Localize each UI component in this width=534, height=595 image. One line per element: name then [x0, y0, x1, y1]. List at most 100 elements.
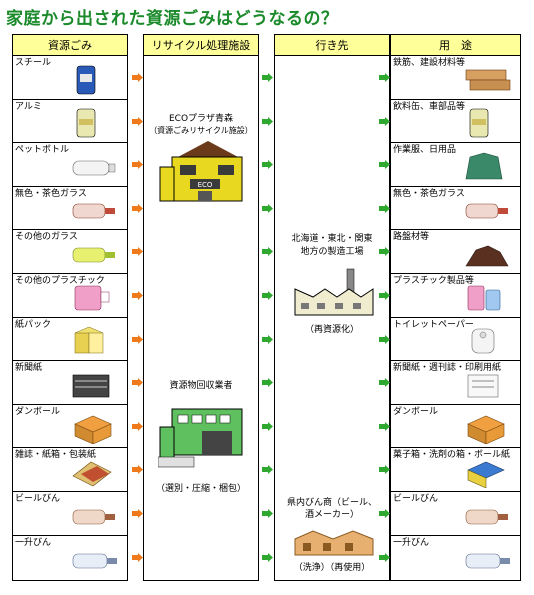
use-item-icon	[467, 374, 499, 398]
flow-arrow-icon	[262, 73, 273, 82]
waste-item-icon	[72, 553, 117, 569]
flow-arrow-icon	[262, 203, 273, 213]
use-label: 路盤材等	[393, 232, 430, 243]
dest2-sub: （洗浄）（再使用）	[293, 563, 371, 573]
destination-column: 行き先 北海道・東北・関東 地方の製造工場 （再資源化） 県内びん商（ビール、 …	[274, 34, 390, 581]
waste-label: 雑誌・紙箱・包装紙	[15, 450, 97, 461]
waste-row: 紙パック	[13, 318, 127, 362]
flow-arrow-icon	[379, 552, 390, 562]
flow-arrow-icon	[262, 378, 273, 388]
use-row: 飲料缶、車部品等	[391, 100, 520, 144]
waste-row: 新聞紙	[13, 361, 127, 405]
flow-arrow-icon	[132, 334, 143, 344]
use-item-icon	[465, 553, 510, 569]
facility2-sub: （選別・圧縮・梱包）	[155, 484, 246, 494]
waste-label: スチール	[15, 58, 52, 68]
flow-arrow-icon	[132, 73, 143, 82]
use-item-icon	[465, 204, 508, 219]
flow-arrow-icon	[379, 378, 390, 388]
flow-arrow-icon	[379, 116, 390, 126]
waste-label: ペットボトル	[15, 145, 70, 156]
waste-label: 無色・茶色ガラス	[15, 188, 87, 199]
use-row: ビールびん	[391, 492, 520, 536]
recycle-table: 資源ごみ スチールアルミペットボトル無色・茶色ガラスその他のガラスその他のプラス…	[12, 34, 521, 581]
use-row: 新聞紙・週刊誌・印刷用紙	[391, 361, 520, 405]
flow-arrow-icon	[262, 421, 273, 431]
flow-arrow-icon	[262, 552, 273, 562]
flow-arrow-icon	[379, 334, 390, 344]
waste-item-icon	[72, 247, 115, 263]
header-waste: 資源ごみ	[13, 35, 127, 56]
header-facility: リサイクル処理施設	[144, 35, 258, 56]
flow-arrow-icon	[379, 73, 390, 82]
svg-text:ECO: ECO	[198, 181, 213, 189]
page-title: 家庭から出された資源ごみはどうなるの？	[6, 9, 339, 29]
factory-icon	[294, 268, 374, 316]
waste-row: ダンボール	[13, 405, 127, 449]
flow-arrow-icon	[132, 552, 143, 562]
waste-item-icon	[72, 160, 116, 176]
flow-arrow-icon	[379, 160, 390, 170]
waste-row: ペットボトル	[13, 143, 127, 187]
waste-row: スチール	[13, 56, 127, 100]
flow-arrow-icon	[262, 116, 273, 126]
waste-label: 新聞紙	[15, 363, 43, 374]
use-label: 菓子箱・洗剤の箱・ボール紙	[393, 450, 511, 461]
waste-row: ビールびん	[13, 492, 127, 536]
use-item-icon	[471, 328, 495, 354]
flow-arrow-icon	[262, 509, 273, 518]
waste-item-icon	[72, 204, 115, 219]
waste-item-icon	[76, 65, 96, 94]
use-row: 菓子箱・洗剤の箱・ボール紙	[391, 448, 520, 492]
flow-arrow-icon	[379, 421, 390, 431]
flow-arrow-icon	[132, 116, 143, 126]
waste-row: 一升びん	[13, 536, 127, 580]
waste-label: ダンボール	[15, 406, 61, 417]
use-label: 鉄筋、建設材料等	[393, 58, 466, 68]
use-item-icon	[465, 509, 508, 524]
use-item-icon	[467, 461, 505, 488]
flow-arrow-icon	[262, 160, 273, 170]
waste-item-icon	[76, 108, 96, 138]
waste-label: アルミ	[15, 101, 42, 112]
flow-arrow-icon	[262, 247, 273, 257]
collector-building-icon	[158, 408, 243, 468]
waste-item-icon	[72, 461, 112, 487]
use-row: 鉄筋、建設材料等	[391, 56, 520, 100]
use-label: 一升びん	[393, 537, 430, 548]
use-row: 路盤材等	[391, 230, 520, 274]
use-item-icon	[467, 416, 505, 445]
use-row: ダンボール	[391, 405, 520, 449]
waste-label: 一升びん	[15, 537, 52, 548]
use-label: トイレットペーパー	[393, 319, 474, 330]
flow-arrow-icon	[132, 509, 143, 518]
use-row: 一升びん	[391, 536, 520, 580]
dest1-name2: 地方の製造工場	[300, 247, 364, 257]
flow-arrow-icon	[132, 378, 143, 388]
facility2-name: 資源物回収業者	[169, 381, 233, 391]
use-row: 作業服、日用品	[391, 143, 520, 187]
flow-arrow-icon	[379, 291, 390, 300]
flow-arrow-icon	[379, 247, 390, 257]
waste-item-icon	[72, 374, 110, 398]
waste-label: その他のガラス	[15, 232, 78, 243]
use-item-icon	[465, 152, 503, 180]
dest1-sub: （再資源化）	[304, 325, 359, 335]
flow-arrow-icon	[132, 160, 143, 170]
eco-plaza-building-icon: ECO	[159, 141, 243, 202]
flow-arrow-icon	[132, 203, 143, 213]
waste-item-icon	[72, 509, 115, 524]
facility1-sub: （資源ごみリサイクル施設）	[149, 126, 253, 135]
use-item-icon	[465, 245, 509, 267]
uses-column: 用 途 鉄筋、建設材料等飲料缶、車部品等作業服、日用品無色・茶色ガラス路盤材等プ…	[390, 34, 521, 581]
waste-row: その他のプラスチック	[13, 274, 127, 318]
facility1-name: ECOプラザ青森	[168, 114, 234, 124]
flow-arrow-icon	[262, 291, 273, 300]
waste-row: 雑誌・紙箱・包装紙	[13, 448, 127, 492]
waste-label: ビールびん	[15, 494, 61, 504]
waste-label: 紙パック	[15, 319, 52, 330]
waste-row: アルミ	[13, 100, 127, 144]
waste-item-icon	[74, 326, 104, 354]
use-label: ビールびん	[393, 494, 439, 504]
flow-arrow-icon	[379, 203, 390, 213]
